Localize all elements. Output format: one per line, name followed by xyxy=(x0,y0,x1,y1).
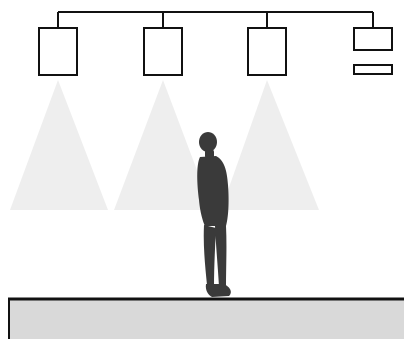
person-silhouette-icon xyxy=(197,132,231,297)
floor-slab xyxy=(8,299,404,339)
light-fixture-4 xyxy=(353,27,393,51)
light-beams xyxy=(10,80,319,210)
light-fixture-3 xyxy=(247,27,287,76)
light-fixtures xyxy=(38,27,393,76)
light-fixture-2 xyxy=(143,27,183,76)
floor xyxy=(8,297,404,339)
light-beam-2 xyxy=(114,80,212,210)
light-beam-3 xyxy=(221,80,319,210)
light-fixture-4-slot xyxy=(353,64,393,75)
ceiling-rail xyxy=(57,11,374,28)
light-beam-1 xyxy=(10,80,108,210)
light-fixture-1 xyxy=(38,27,78,76)
